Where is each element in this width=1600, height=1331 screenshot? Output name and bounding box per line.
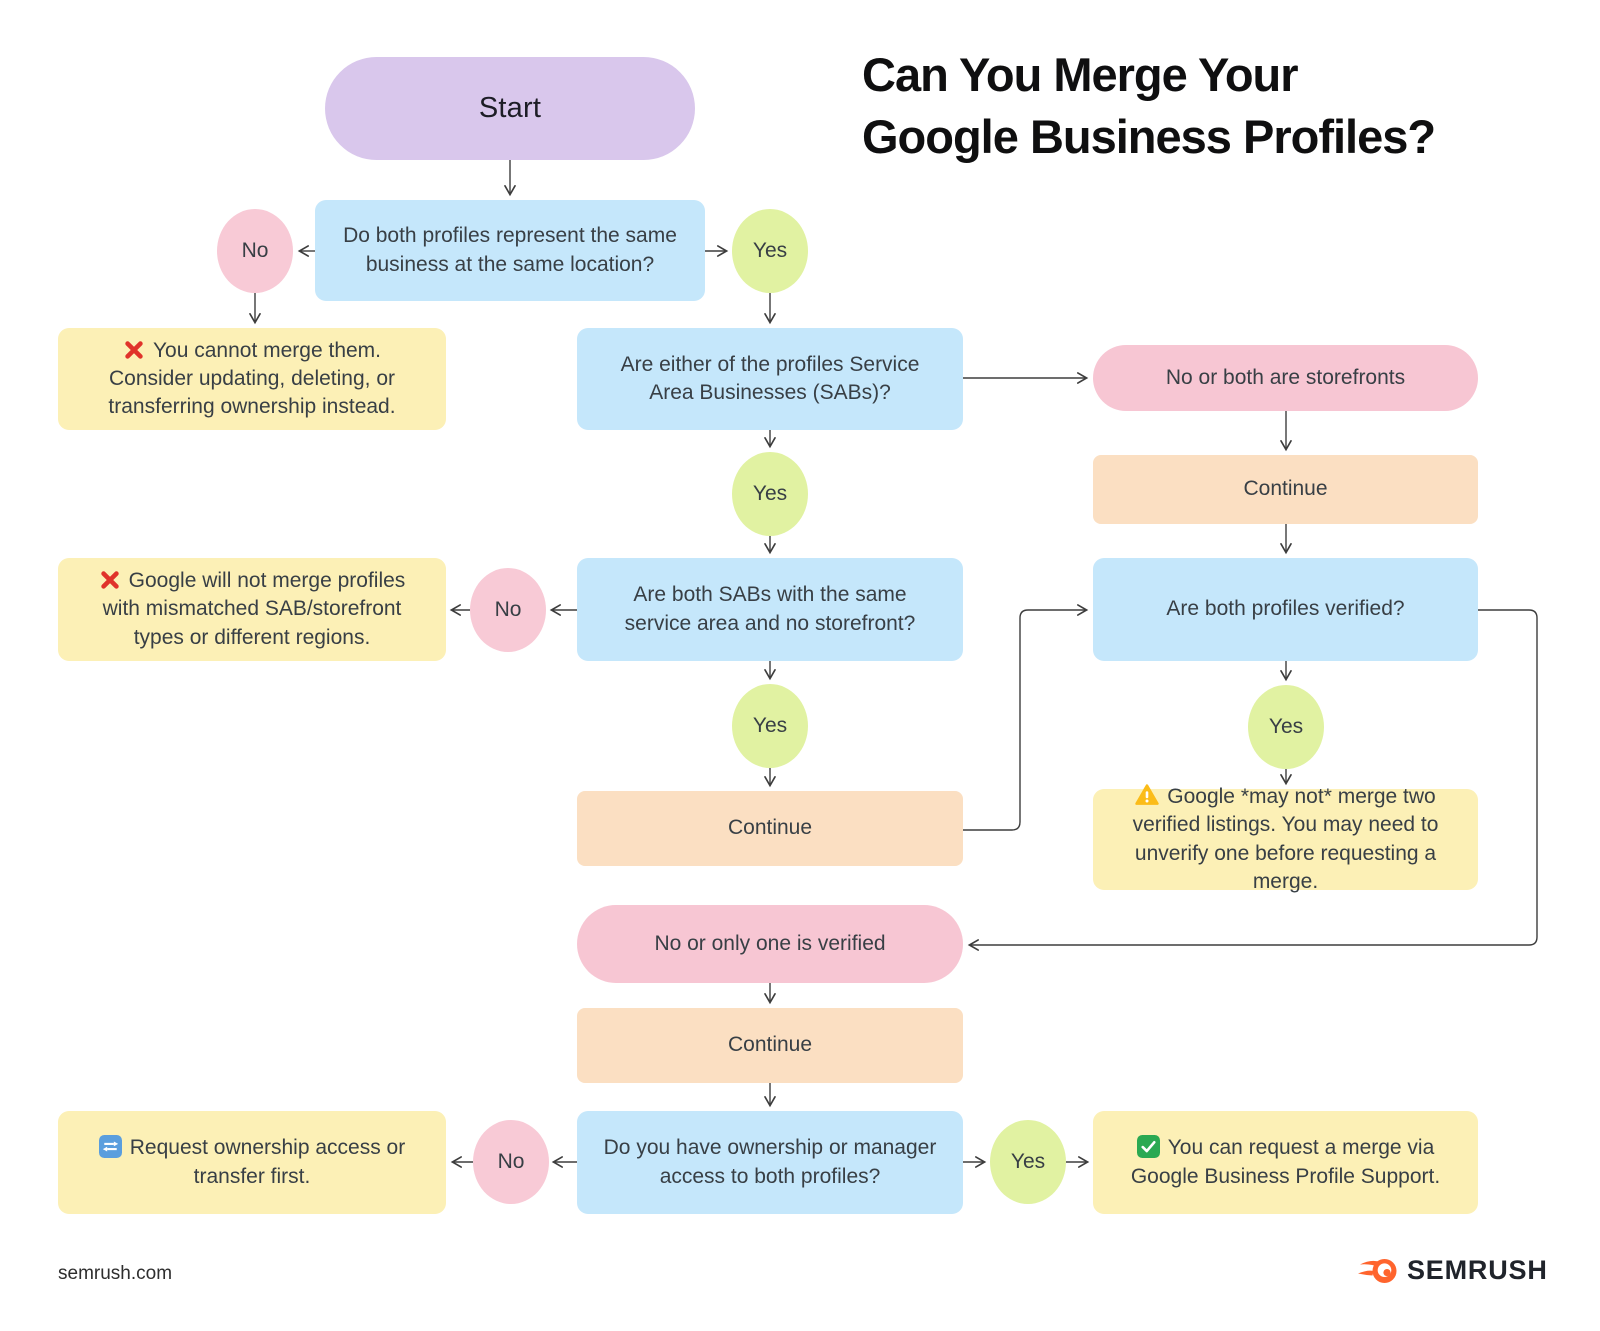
pill-one-verified-text: No or only one is verified: [654, 931, 886, 955]
check-icon: [1136, 1135, 1160, 1159]
question-same-service-area-text: Are both SABs with the same service area…: [624, 583, 916, 635]
outcome-request-access: Request ownership access or transfer fir…: [58, 1111, 446, 1214]
branch-no-2: No: [470, 568, 546, 652]
outcome-can-merge-text: You can request a merge via Google Busin…: [1130, 1136, 1441, 1188]
continue-box-2: Continue: [577, 791, 963, 866]
question-verified: Are both profiles verified?: [1093, 558, 1478, 661]
question-ownership: Do you have ownership or manager access …: [577, 1111, 963, 1214]
continue-box-3-label: Continue: [727, 1033, 813, 1057]
continue-box-1-label: Continue: [1243, 477, 1328, 501]
pill-storefronts: No or both are storefronts: [1093, 345, 1478, 411]
branch-no-2-label: No: [494, 597, 522, 621]
warning-two-verified: Google *may not* merge two verified list…: [1093, 784, 1478, 893]
outcome-can-merge: You can request a merge via Google Busin…: [1093, 1111, 1478, 1214]
question-sabs-text: Are either of the profiles Service Area …: [620, 352, 920, 404]
cross-mark-icon: [123, 339, 145, 361]
continue-box-2-label: Continue: [727, 816, 813, 840]
branch-yes-3: Yes: [732, 684, 808, 768]
branch-no-3-label: No: [497, 1149, 525, 1173]
semrush-flame-icon: [1358, 1256, 1398, 1286]
warning-icon: [1135, 783, 1159, 807]
branch-yes-2: Yes: [732, 452, 808, 536]
semrush-wordmark: SEMRUSH: [1407, 1255, 1548, 1285]
pill-storefronts-text: No or both are storefronts: [1165, 365, 1406, 389]
node-start-label: Start: [478, 92, 542, 125]
page-title-line2: Google Business Profiles?: [862, 110, 1436, 163]
question-verified-text: Are both profiles verified?: [1166, 597, 1405, 621]
semrush-logo: SEMRUSH: [1358, 1255, 1548, 1286]
connector-continue2-qverified: [963, 604, 1089, 831]
page-title: Can You Merge Your Google Business Profi…: [862, 44, 1436, 168]
branch-yes-5-label: Yes: [1010, 1149, 1046, 1173]
continue-box-3: Continue: [577, 1008, 963, 1083]
outcome-cannot-merge: You cannot merge them. Consider updating…: [58, 328, 446, 430]
question-same-business: Do both profiles represent the same busi…: [315, 200, 705, 301]
outcome-mismatched: Google will not merge profiles with mism…: [58, 558, 446, 661]
branch-yes-3-label: Yes: [752, 713, 788, 737]
footer-site-url: semrush.com: [58, 1263, 173, 1284]
branch-yes-1: Yes: [732, 209, 808, 293]
branch-yes-4-label: Yes: [1268, 714, 1304, 738]
branch-no-3: No: [473, 1120, 549, 1204]
question-ownership-text: Do you have ownership or manager access …: [603, 1136, 937, 1188]
question-same-business-text: Do both profiles represent the same busi…: [343, 224, 677, 276]
branch-yes-5: Yes: [990, 1120, 1066, 1204]
branch-yes-1-label: Yes: [752, 238, 788, 262]
outcome-request-access-text: Request ownership access or transfer fir…: [129, 1136, 406, 1188]
node-start: Start: [325, 57, 695, 160]
continue-box-1: Continue: [1093, 455, 1478, 524]
branch-no-1: No: [217, 209, 293, 293]
question-sabs: Are either of the profiles Service Area …: [577, 328, 963, 430]
repeat-icon: [98, 1135, 122, 1159]
branch-no-1-label: No: [241, 238, 269, 262]
branch-yes-4: Yes: [1248, 685, 1324, 769]
outcome-cannot-merge-text: You cannot merge them. Consider updating…: [108, 338, 396, 419]
branch-yes-2-label: Yes: [752, 481, 788, 505]
warning-two-verified-text: Google *may not* merge two verified list…: [1132, 785, 1439, 893]
page-title-line1: Can You Merge Your: [862, 48, 1299, 101]
cross-mark-icon: [99, 569, 121, 591]
outcome-mismatched-text: Google will not merge profiles with mism…: [102, 569, 406, 649]
question-same-service-area: Are both SABs with the same service area…: [577, 558, 963, 661]
pill-one-verified: No or only one is verified: [577, 905, 963, 983]
